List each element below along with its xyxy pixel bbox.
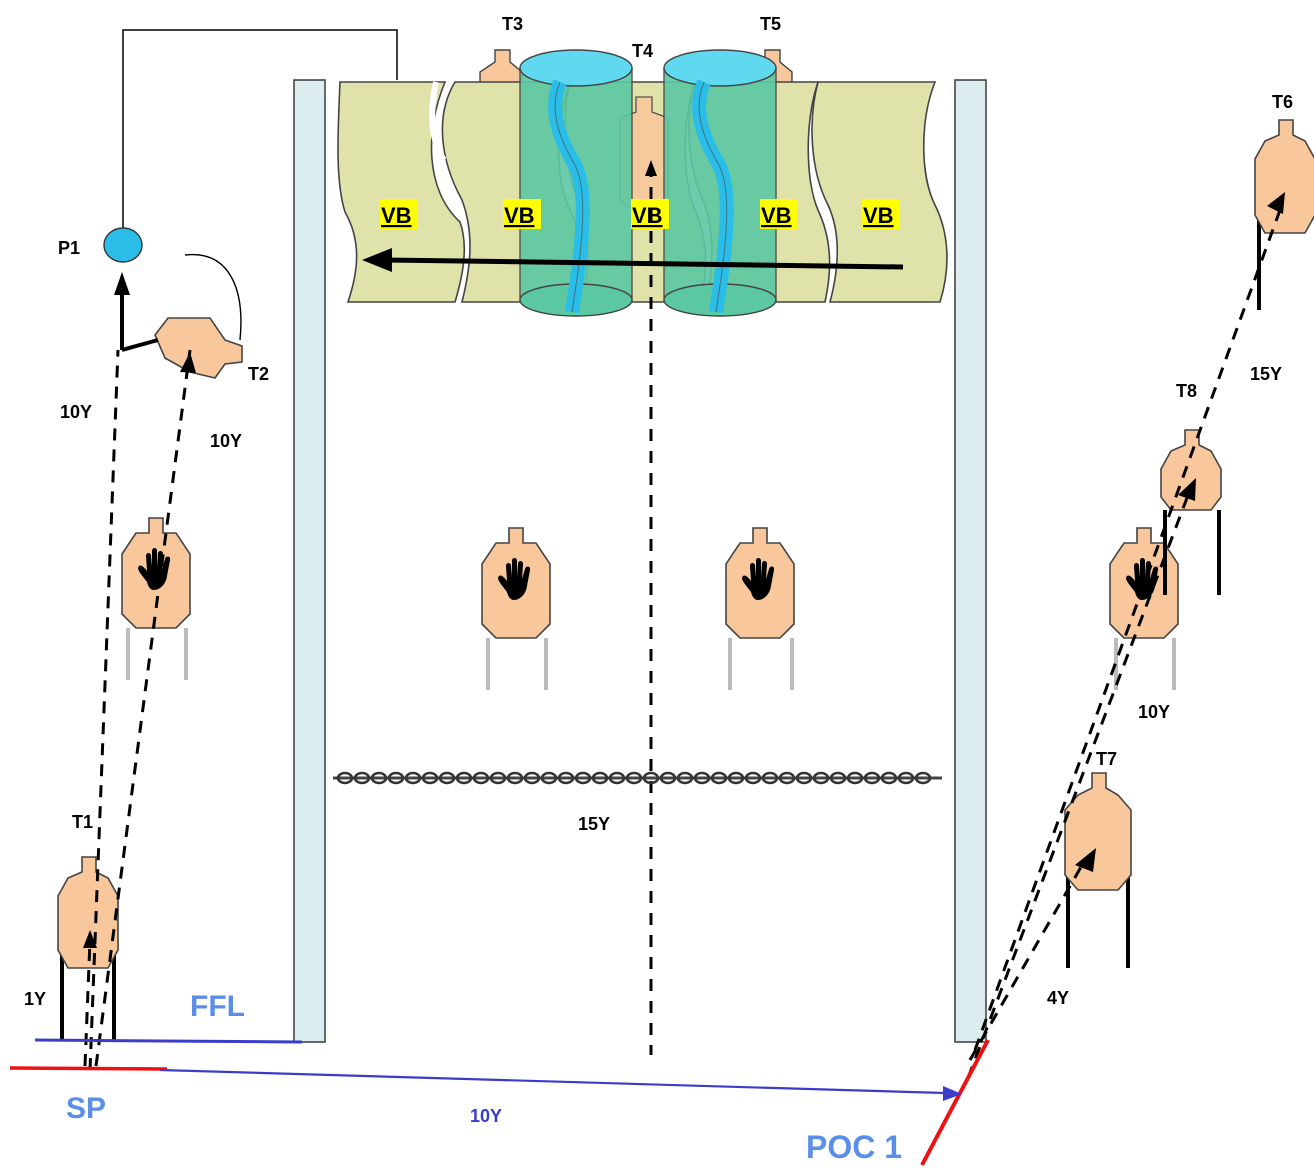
label-t3: T3 <box>502 14 523 34</box>
chain-link <box>591 771 609 785</box>
chain-link <box>387 771 405 785</box>
vb-label-3: VB <box>632 203 663 228</box>
poc-line <box>920 1039 990 1166</box>
no-shoot-center-left <box>481 527 551 690</box>
chain-link <box>659 771 677 785</box>
barrel-left <box>519 49 633 317</box>
label-poc: POC 1 <box>806 1129 902 1165</box>
vb-label-5: VB <box>863 203 894 228</box>
arrow-heads <box>83 192 1285 948</box>
target-t6 <box>1254 119 1314 310</box>
chain-link <box>370 771 388 785</box>
chain-link <box>421 771 439 785</box>
label-4y: 4Y <box>1047 988 1069 1008</box>
chain-link <box>472 771 490 785</box>
label-p1: P1 <box>58 238 80 258</box>
vb-labels: VB VB VB VB VB <box>380 199 900 229</box>
label-t6: T6 <box>1272 92 1293 112</box>
label-t1: T1 <box>72 812 93 832</box>
chain-link <box>353 771 371 785</box>
chain-link <box>625 771 643 785</box>
no-shoot-right <box>1109 527 1179 690</box>
movement-arrow <box>362 248 904 272</box>
vb-label-2: VB <box>504 203 535 228</box>
sp-to-poc-arrow <box>159 1068 962 1101</box>
chain-link <box>506 771 524 785</box>
chain-link <box>897 771 915 785</box>
chain-link <box>540 771 558 785</box>
chain-link <box>523 771 541 785</box>
chain-link <box>608 771 626 785</box>
chain-link <box>336 771 354 785</box>
sp-line <box>9 1066 168 1071</box>
t4-arrow-head <box>645 160 657 176</box>
chain-link <box>676 771 694 785</box>
popper-p1 <box>103 227 143 263</box>
chain-link <box>404 771 422 785</box>
chain-link <box>812 771 830 785</box>
vb-label-1: VB <box>381 203 412 228</box>
right-wall <box>954 79 987 1043</box>
label-10y-sp-poc: 10Y <box>470 1106 502 1126</box>
chain-link <box>727 771 745 785</box>
label-t5: T5 <box>760 14 781 34</box>
label-10y-t2: 10Y <box>210 431 242 451</box>
left-wall <box>293 79 326 1043</box>
label-t8: T8 <box>1176 381 1197 401</box>
chain-link <box>438 771 456 785</box>
barrel-right <box>663 49 777 317</box>
chain-link <box>693 771 711 785</box>
no-shoot-left <box>121 517 191 680</box>
ffl-line <box>34 1038 303 1044</box>
chain-link <box>778 771 796 785</box>
label-t4: T4 <box>632 41 653 61</box>
label-ffl: FFL <box>190 990 245 1023</box>
chain-link <box>744 771 762 785</box>
label-15y-right: 15Y <box>1250 364 1282 384</box>
label-10y-right: 10Y <box>1138 702 1170 722</box>
chain-link <box>642 771 660 785</box>
shooting-lines <box>83 209 1282 1079</box>
target-t7 <box>1064 772 1132 968</box>
chain-link <box>880 771 898 785</box>
label-t7: T7 <box>1096 749 1117 769</box>
chain-icon <box>333 771 942 785</box>
no-shoot-center-right <box>725 527 795 690</box>
chain-link <box>914 771 932 785</box>
chain-link <box>761 771 779 785</box>
label-15y-center: 15Y <box>578 814 610 834</box>
chain-link <box>863 771 881 785</box>
chain-link <box>455 771 473 785</box>
label-1y: 1Y <box>24 989 46 1009</box>
label-sp: SP <box>66 1092 106 1125</box>
label-10y-p1: 10Y <box>60 402 92 422</box>
target-t1 <box>57 856 119 1040</box>
target-t2 <box>114 253 243 379</box>
chain-link <box>574 771 592 785</box>
chain-link <box>557 771 575 785</box>
chain-link <box>829 771 847 785</box>
chain-link <box>795 771 813 785</box>
vb-label-4: VB <box>761 203 792 228</box>
label-t2: T2 <box>248 364 269 384</box>
popper-wire <box>122 29 398 233</box>
chain-link <box>846 771 864 785</box>
target-t8 <box>1160 429 1222 595</box>
chain-link <box>489 771 507 785</box>
chain-link <box>710 771 728 785</box>
